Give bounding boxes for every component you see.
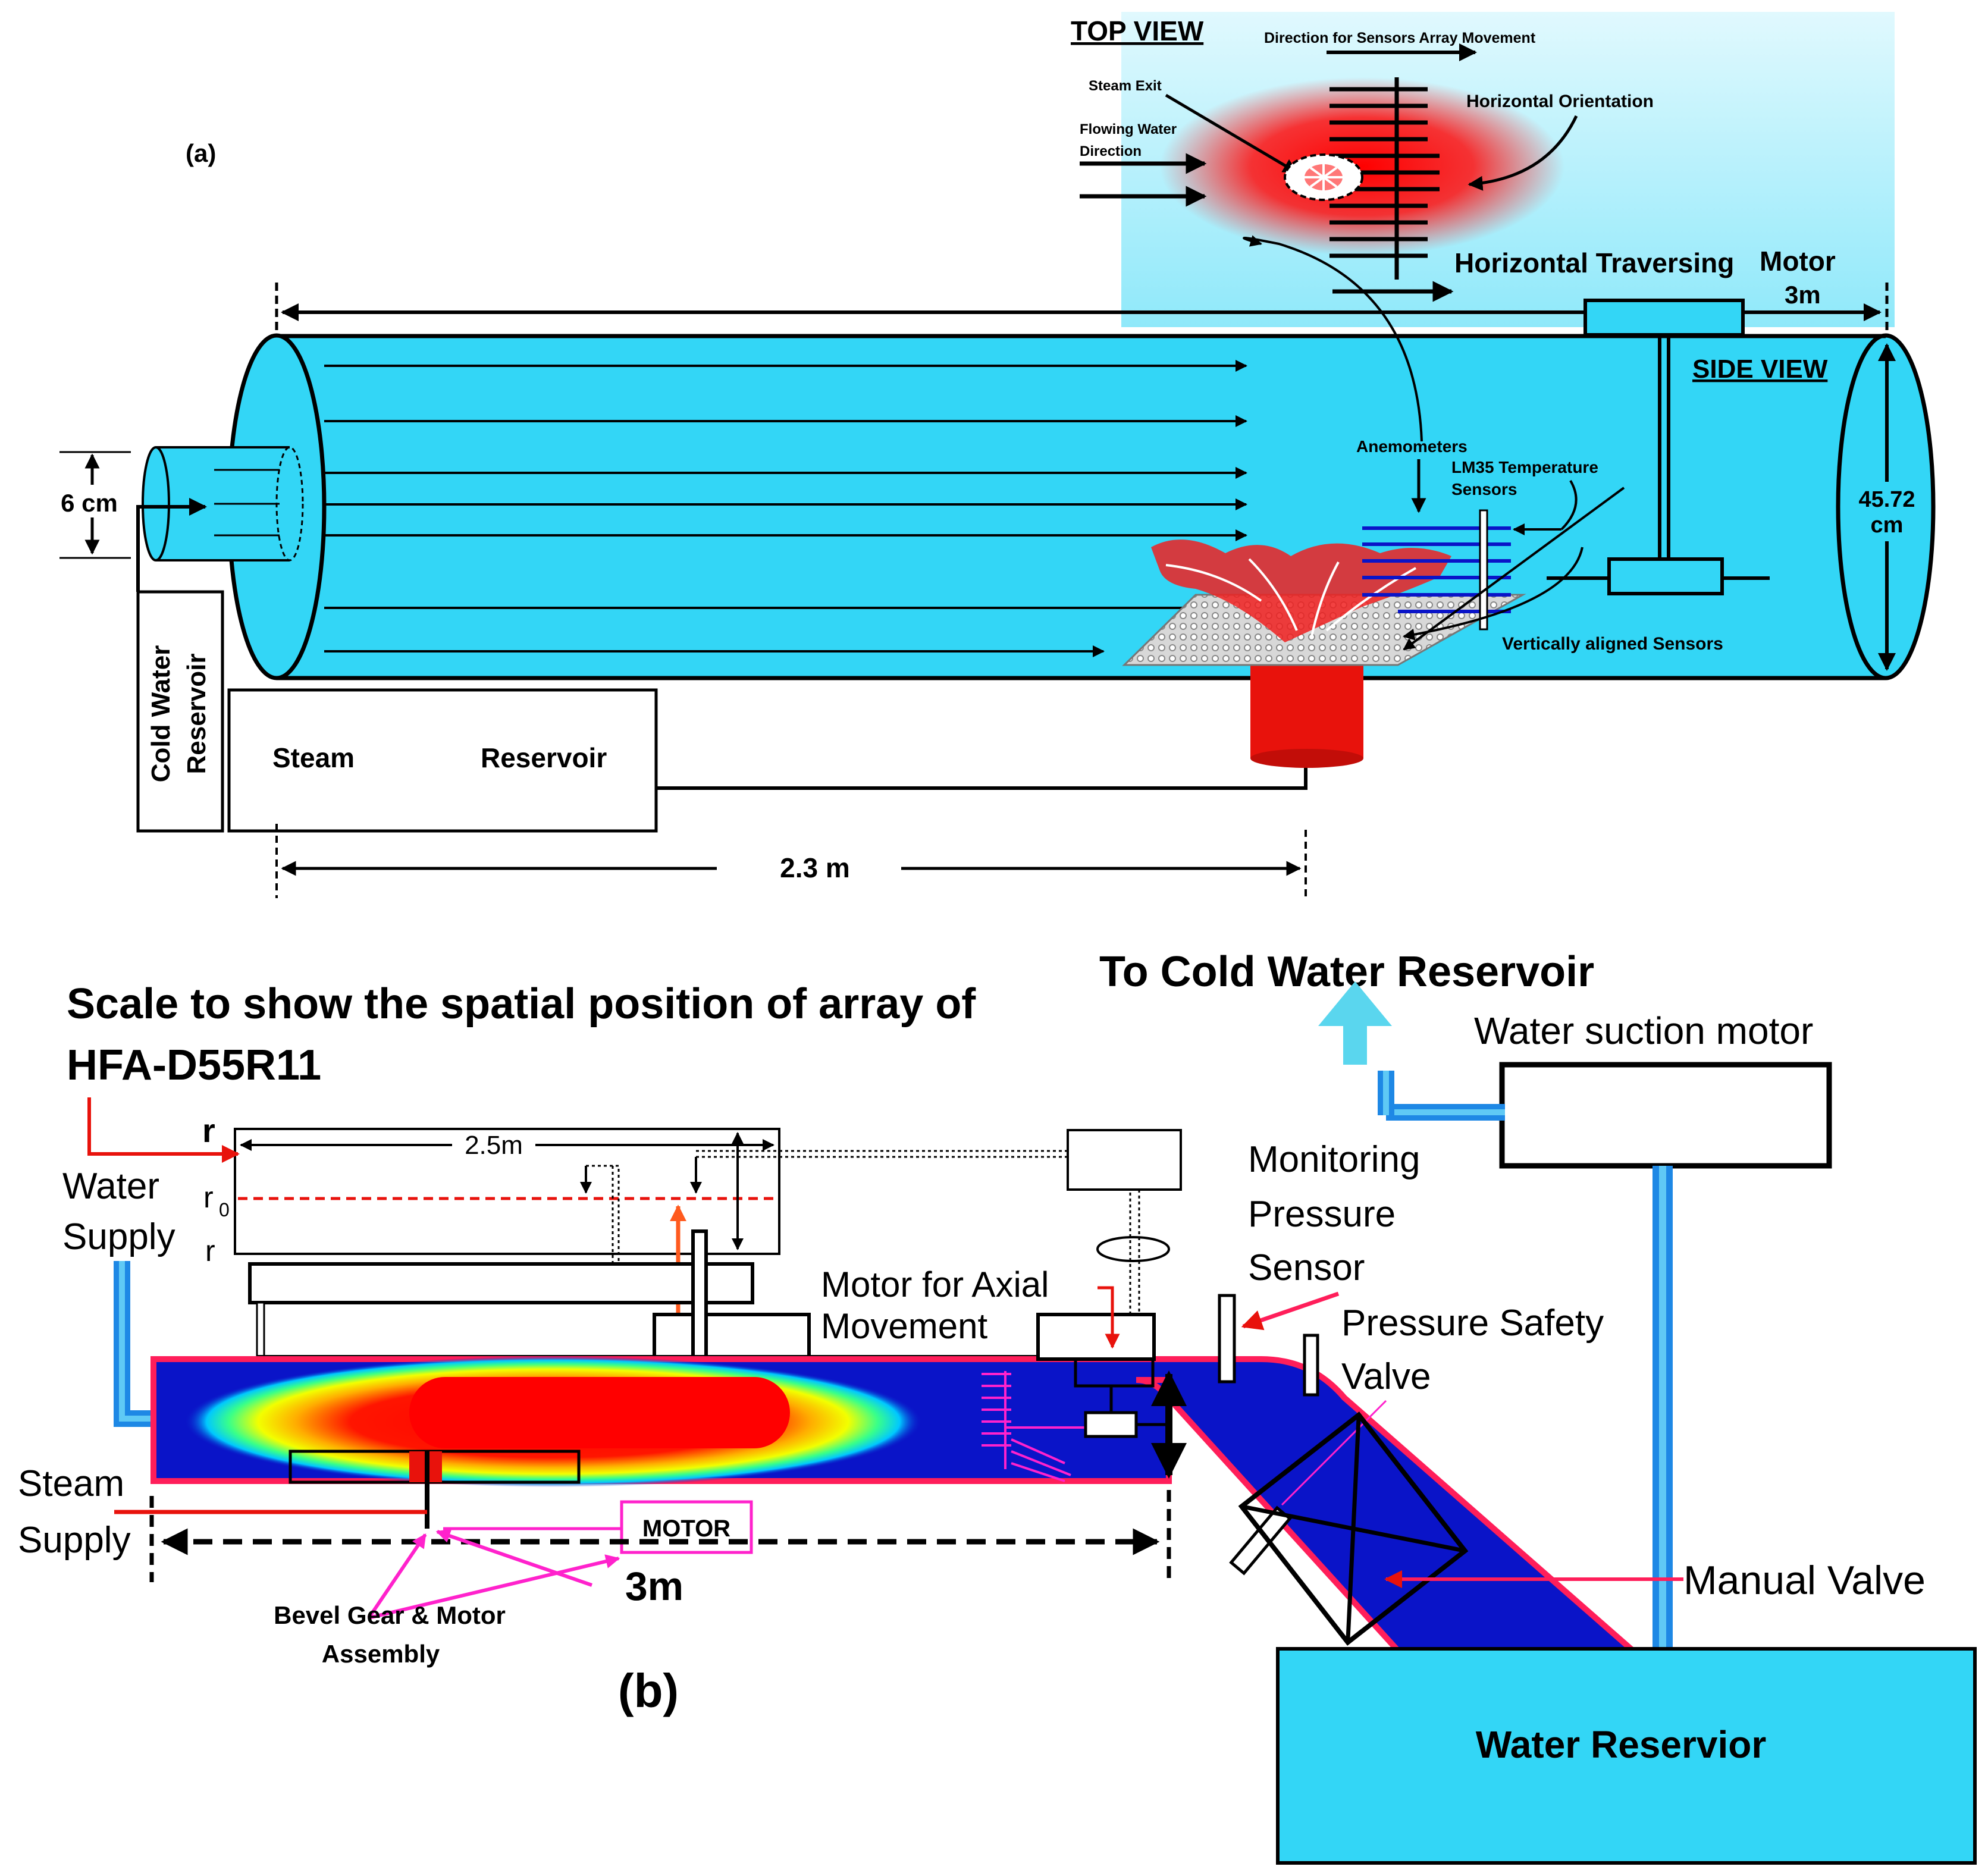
water-supply-label-1: Water <box>62 1166 159 1207</box>
monitoring-pressure-sensor <box>1218 1294 1236 1384</box>
upper-rail <box>248 1262 754 1304</box>
magenta-sensor-comb <box>982 1371 1089 1482</box>
flowing-water-label-2: Direction <box>1080 143 1142 159</box>
scale-r0: r <box>203 1181 214 1214</box>
horizontal-traversing-label: Horizontal Traversing <box>1454 247 1734 278</box>
side-view-title: SIDE VIEW <box>1692 355 1828 384</box>
pressure-safety-valve <box>1229 1505 1292 1576</box>
cold-reservoir-label-2: Reservoir <box>182 653 211 774</box>
manual-valve <box>1238 1411 1469 1646</box>
length-3m-label-b: 3m <box>625 1564 683 1609</box>
water-reservoir-label: Water Reservior <box>1476 1723 1767 1766</box>
reservoir-label: Reservoir <box>481 742 607 773</box>
length-3m-label: 3m <box>1785 281 1821 309</box>
pressure-safety-valve-stub <box>1303 1334 1319 1397</box>
top-view-title: TOP VIEW <box>1071 15 1204 46</box>
motor-axial-label-1: Motor for Axial <box>821 1265 1049 1304</box>
vertical-sensors-label: Vertically aligned Sensors <box>1502 634 1723 654</box>
horizontal-orientation-label: Horizontal Orientation <box>1466 92 1654 111</box>
main-pipe-side-view <box>227 333 1936 680</box>
monitoring-label-3: Sensor <box>1248 1247 1365 1288</box>
steam-plume <box>1151 539 1451 642</box>
scale-r-top: r <box>202 1112 215 1149</box>
horizontal-orientation-arrow <box>1468 115 1578 191</box>
steam-supply-label-1: Steam <box>18 1463 124 1504</box>
motor-label: Motor <box>1760 246 1836 277</box>
rotation-indicator <box>1096 1236 1170 1262</box>
panel-a-label: (a) <box>186 139 216 167</box>
inlet-diameter-label: 6 cm <box>61 489 118 517</box>
motor-box-label: MOTOR <box>642 1516 730 1542</box>
lm35-label-2: Sensors <box>1451 480 1517 498</box>
cold-water-reservoir <box>136 590 224 833</box>
length-2-5m-label: 2.5m <box>465 1131 523 1160</box>
length-2-3m-label: 2.3 m <box>780 852 850 883</box>
flowing-water-label-1: Flowing Water <box>1080 121 1177 137</box>
flow-direction-arrows <box>1080 153 1454 302</box>
lm35-label-1: LM35 Temperature <box>1451 458 1598 476</box>
panel-b-label: (b) <box>618 1664 679 1717</box>
top-to-side-link-arrow <box>1243 235 1423 442</box>
cold-water-feed-line <box>136 498 207 592</box>
panel-a: (a) TOP VIEW Direction for Sensors Array… <box>48 12 1936 898</box>
axial-motor-box <box>1036 1313 1156 1361</box>
direction-sensors-label: Direction for Sensors Array Movement <box>1264 30 1536 46</box>
steam-label: Steam <box>272 742 355 773</box>
bevel-gear-label-1: Bevel Gear & Motor <box>274 1601 506 1629</box>
bevel-gear-label-2: Assembly <box>322 1640 440 1668</box>
safety-label-1: Pressure Safety <box>1341 1303 1604 1344</box>
steam-red-glow <box>1160 77 1564 256</box>
axial-motor-upper <box>1067 1129 1182 1191</box>
monitoring-label-1: Monitoring <box>1248 1139 1420 1180</box>
scale-r0-sub: 0 <box>219 1199 230 1221</box>
water-reservoir <box>1276 1647 1977 1865</box>
motor-axial-label-2: Movement <box>821 1306 987 1346</box>
steam-exit-arrow <box>1165 93 1299 174</box>
steam-reservoir <box>227 688 658 833</box>
water-suction-motor <box>1499 1062 1832 1169</box>
monitoring-label-2: Pressure <box>1248 1194 1396 1235</box>
inlet-tube <box>142 446 304 561</box>
sensor-array-top-view <box>1329 77 1440 280</box>
water-suction-label: Water suction motor <box>1474 1009 1813 1052</box>
water-flow-arrows <box>324 360 1247 657</box>
water-supply-label-2: Supply <box>62 1216 175 1257</box>
to-cold-water-reservoir-label: To Cold Water Reservoir <box>1099 948 1594 996</box>
safety-label-2: Valve <box>1341 1356 1431 1397</box>
probe-holder <box>1084 1411 1138 1438</box>
scale-r-bottom: r <box>205 1234 215 1268</box>
steam-exit-label: Steam Exit <box>1089 78 1162 94</box>
lower-rail <box>256 1301 265 1362</box>
scale-title-2: HFA-D55R11 <box>67 1041 321 1089</box>
traversing-motor-assembly <box>1547 299 1770 595</box>
steam-pipe-line <box>656 705 1315 790</box>
scale-pointer <box>87 1097 240 1163</box>
steam-supply-label-2: Supply <box>18 1520 131 1561</box>
carriage-block <box>653 1313 811 1361</box>
to-cold-arrow <box>1318 981 1392 1065</box>
scale-title-1: Scale to show the spatial position of ar… <box>67 980 976 1028</box>
panel-b: Scale to show the spatial position of ar… <box>18 948 1977 1865</box>
pipe-diameter-label-1: 45.72 <box>1858 487 1915 512</box>
pipe-diameter-label-2: cm <box>1871 513 1904 538</box>
cold-reservoir-label-1: Cold Water <box>146 645 175 783</box>
steam-exit-icon <box>1284 153 1363 201</box>
manual-valve-label: Manual Valve <box>1683 1558 1926 1603</box>
anemometers-label: Anemometers <box>1356 437 1468 456</box>
